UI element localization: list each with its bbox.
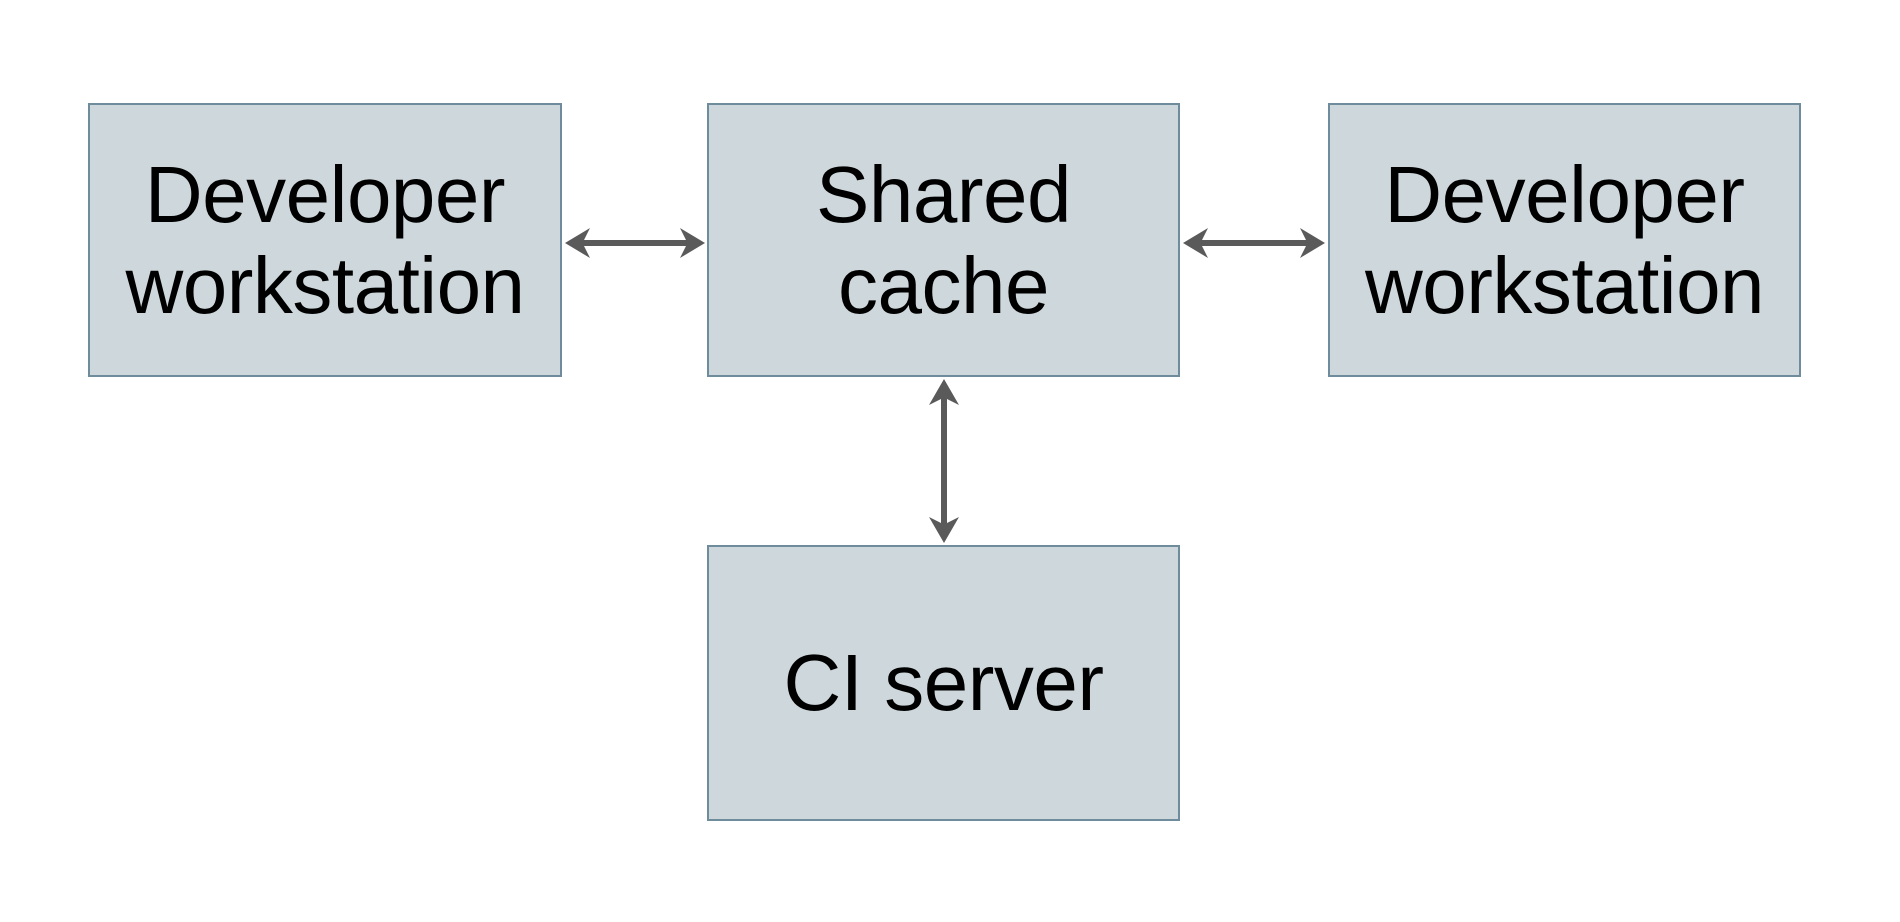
node-developer-workstation-left[interactable]: Developer workstation	[88, 103, 562, 377]
node-developer-workstation-right[interactable]: Developer workstation	[1328, 103, 1801, 377]
node-label: CI server	[783, 638, 1105, 728]
node-shared-cache[interactable]: Shared cache	[707, 103, 1180, 377]
edge-shared-cache-to-ci-server	[913, 375, 975, 547]
double-arrow-horizontal-icon	[565, 228, 705, 258]
edge-shared-cache-to-developer-right	[1178, 212, 1330, 274]
double-arrow-vertical-icon	[929, 379, 959, 543]
node-label: Developer workstation	[1364, 149, 1765, 330]
node-label: Shared cache	[816, 149, 1071, 330]
double-arrow-horizontal-icon	[1183, 228, 1325, 258]
edge-developer-left-to-shared-cache	[560, 212, 710, 274]
node-ci-server[interactable]: CI server	[707, 545, 1180, 821]
node-label: Developer workstation	[125, 149, 525, 330]
